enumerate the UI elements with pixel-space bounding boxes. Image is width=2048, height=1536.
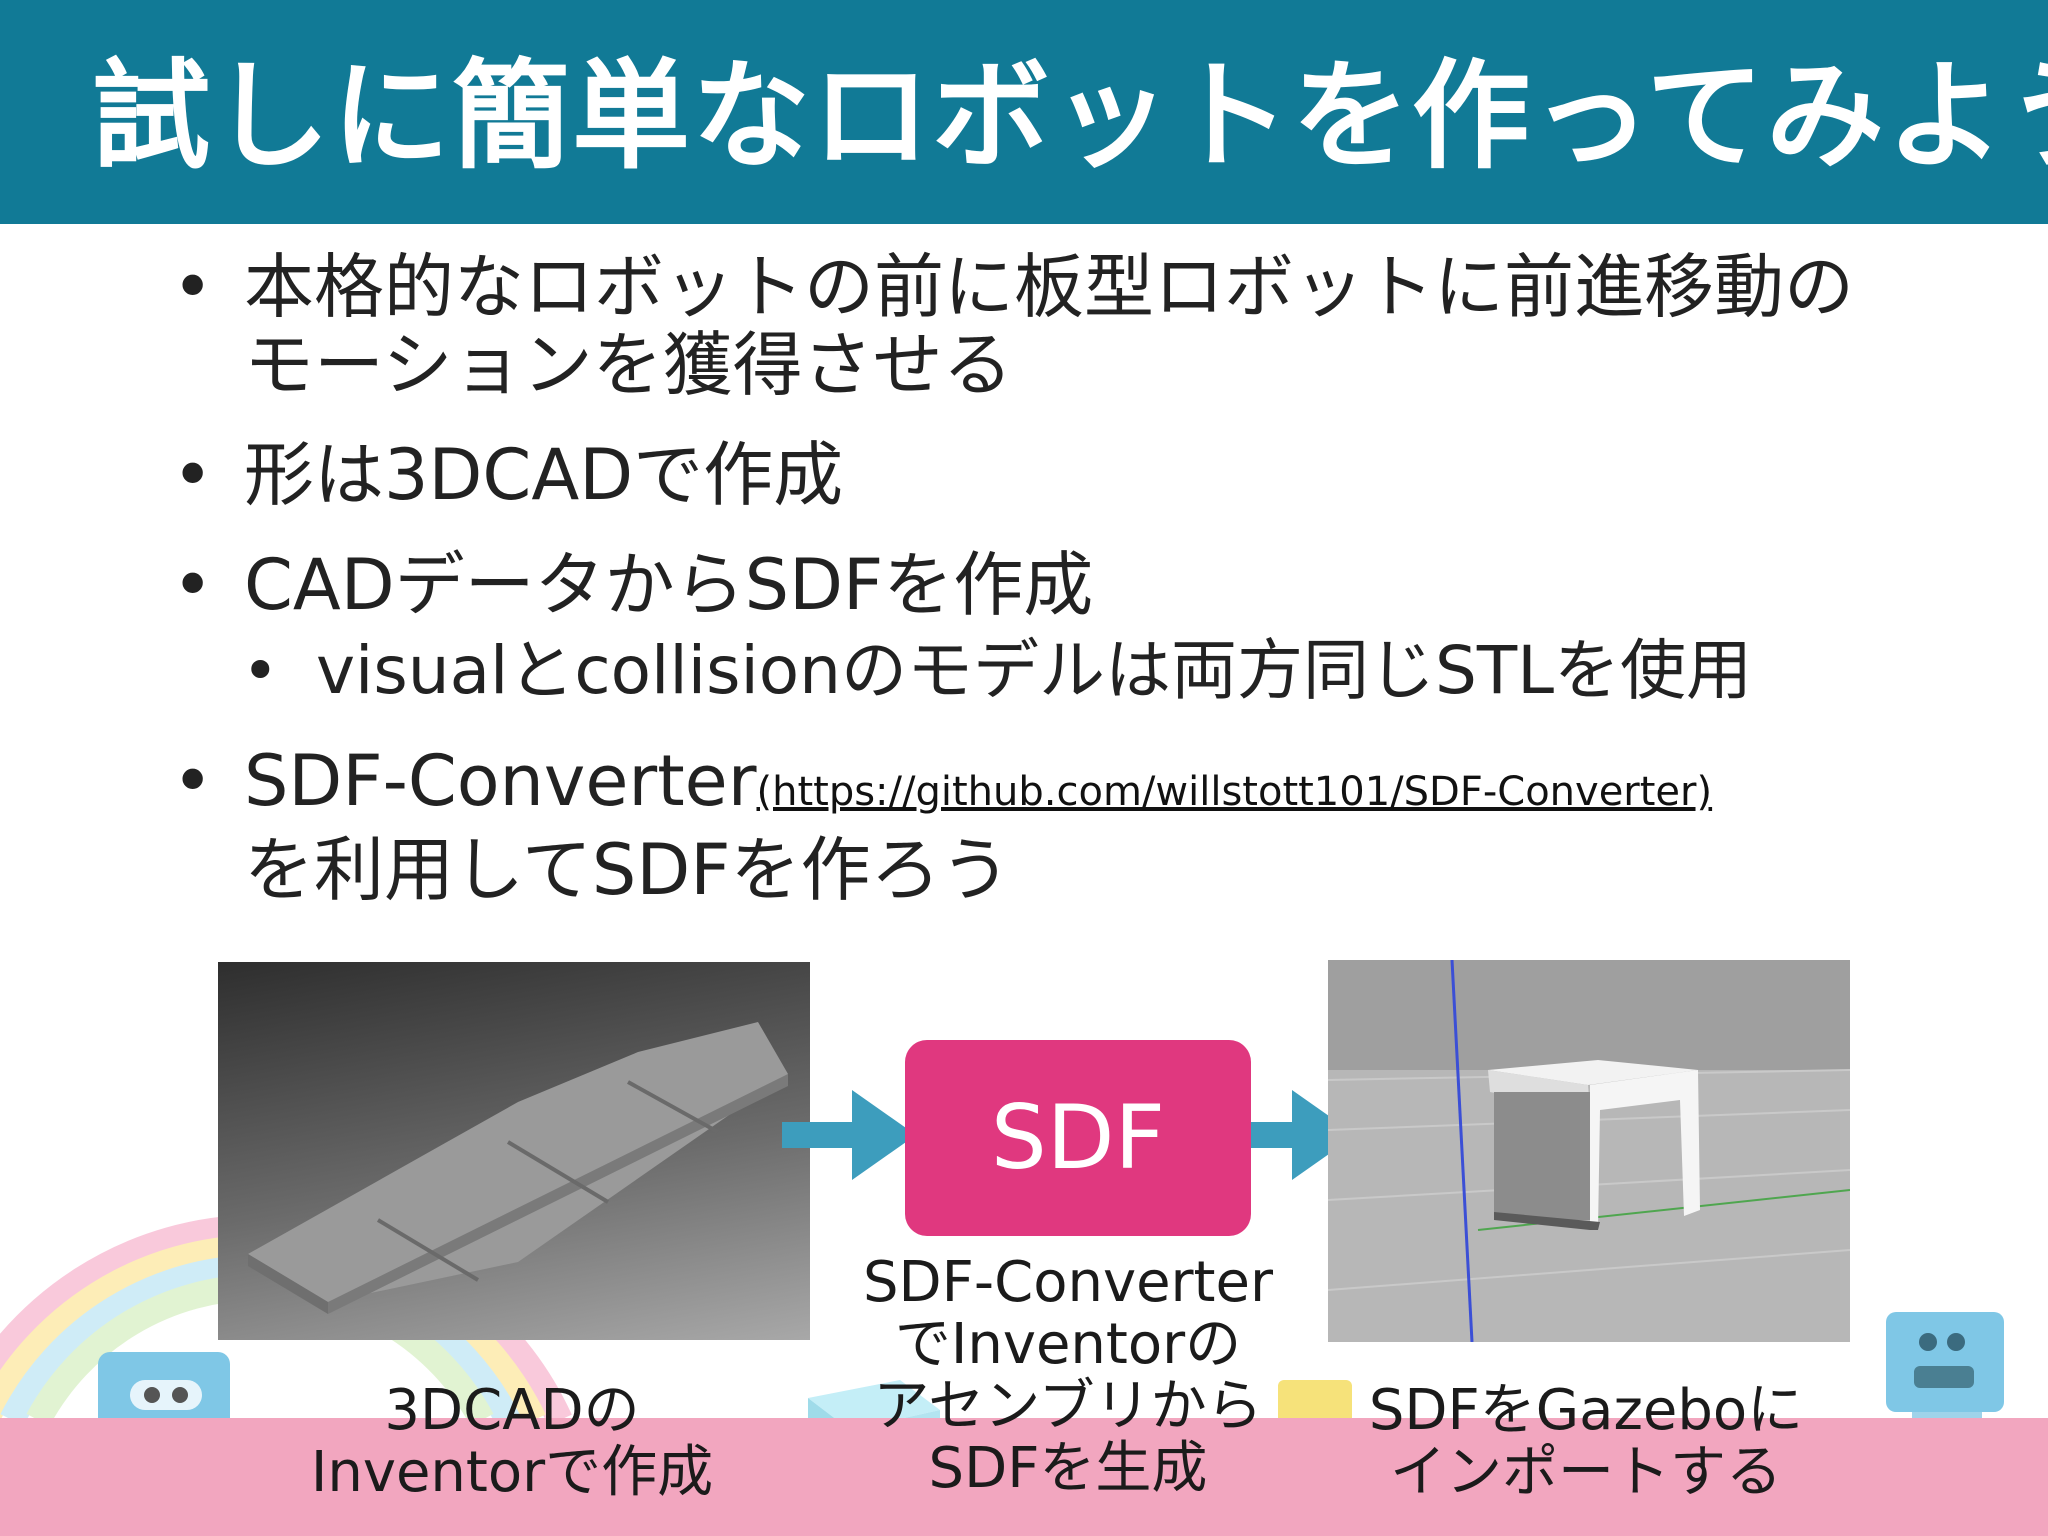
arrow-icon bbox=[782, 1090, 916, 1180]
bullet-line: モーションを獲得させる bbox=[244, 324, 1013, 406]
bullet-dot: • bbox=[172, 740, 214, 822]
caption-line: SDF-Converter bbox=[863, 1250, 1273, 1315]
caption-line: Inventorで作成 bbox=[310, 1440, 714, 1505]
converter-name: SDF-Converter bbox=[244, 740, 757, 822]
slide-title: 試しに簡単なロボットを作ってみよう bbox=[92, 47, 2048, 185]
bullet-line: を利用してSDFを作ろう bbox=[244, 829, 1011, 911]
sub-bullet-item: • visualとcollisionのモデルは両方同じSTLを使用 bbox=[160, 632, 2020, 710]
caption-line: SDFを生成 bbox=[928, 1436, 1208, 1501]
bottom-color-band bbox=[0, 1418, 2048, 1536]
sdf-box: SDF bbox=[905, 1040, 1251, 1236]
bullet-line: 本格的なロボットの前に板型ロボットに前進移動の bbox=[244, 246, 1854, 328]
caption-line: SDFをGazeboに bbox=[1368, 1378, 1804, 1443]
caption-line: 3DCADの bbox=[384, 1378, 640, 1443]
cad-model-image bbox=[218, 962, 810, 1340]
caption-gazebo: SDFをGazeboに インポートする bbox=[1336, 1380, 1836, 1504]
caption-cad: 3DCADの Inventorで作成 bbox=[262, 1380, 762, 1504]
bullet-line: 形は3DCADで作成 bbox=[244, 434, 844, 516]
bullet-item: • SDF-Converter(https://github.com/wills… bbox=[160, 742, 2020, 909]
bullet-line: CADデータからSDFを作成 bbox=[244, 544, 1094, 626]
bullet-item: • 形は3DCADで作成 bbox=[160, 436, 2020, 514]
arrow-icon bbox=[1222, 1090, 1356, 1180]
caption-line: インポートする bbox=[1390, 1440, 1782, 1505]
bullet-list: • 本格的なロボットの前に板型ロボットに前進移動の モーションを獲得させる • … bbox=[160, 248, 2020, 941]
gazebo-scene-illustration bbox=[1327, 959, 1851, 1343]
gazebo-simulation-image bbox=[1327, 959, 1851, 1343]
caption-line: アセンブリから bbox=[873, 1374, 1263, 1439]
bullet-dot: • bbox=[242, 634, 279, 707]
sub-bullet-text: visualとcollisionのモデルは両方同じSTLを使用 bbox=[316, 632, 1752, 709]
bullet-line: SDF-Converter(https://github.com/willsto… bbox=[244, 742, 2020, 831]
converter-link[interactable]: (https://github.com/willstott101/SDF-Con… bbox=[756, 769, 1713, 815]
title-banner: 試しに簡単なロボットを作ってみよう bbox=[0, 0, 2048, 224]
cad-plate-illustration bbox=[248, 1022, 788, 1314]
bullet-dot: • bbox=[172, 544, 214, 626]
caption-line: でInventorの bbox=[894, 1312, 1242, 1377]
bullet-item: • 本格的なロボットの前に板型ロボットに前進移動の モーションを獲得させる bbox=[160, 248, 2020, 404]
bullet-item: • CADデータからSDFを作成 bbox=[160, 546, 2020, 624]
bullet-dot: • bbox=[172, 434, 214, 516]
bullet-dot: • bbox=[172, 246, 214, 328]
caption-converter: SDF-Converter でInventorの アセンブリから SDFを生成 bbox=[818, 1252, 1318, 1500]
